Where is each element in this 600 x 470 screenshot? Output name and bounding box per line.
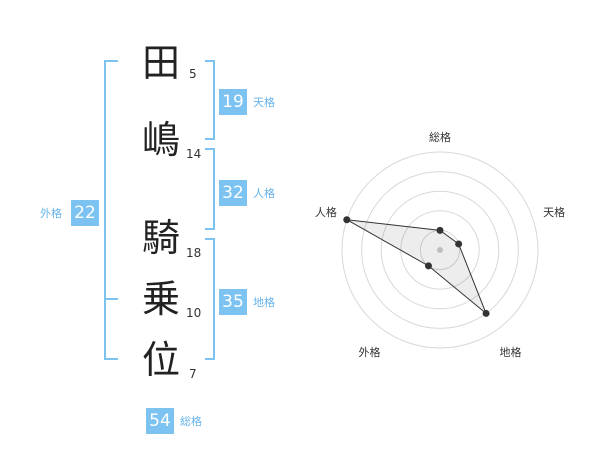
radar-ring-4: [361, 171, 519, 329]
name-char-5-strokes: 7: [189, 367, 197, 381]
radar-ring-3: [380, 190, 500, 310]
radar-point-2: [482, 309, 490, 317]
chikaku-value: 35: [219, 289, 247, 315]
jinkaku-bracket-side: [213, 148, 215, 230]
tenkaku-bracket-bottom: [205, 138, 215, 140]
name-char-3-strokes: 18: [186, 246, 202, 260]
chikaku-bracket-side: [213, 238, 215, 360]
radar-series-polygon: [346, 219, 487, 314]
radar-axis-label-1: 天格: [543, 205, 565, 219]
radar-axis-label-4: 人格: [315, 205, 337, 219]
gaikaku-bracket-bottom: [104, 358, 118, 360]
radar-point-4: [343, 216, 351, 224]
name-char-1-strokes: 5: [189, 67, 197, 81]
name-char-4-strokes: 10: [186, 306, 202, 320]
name-char-4: 乗: [141, 277, 180, 321]
gaikaku-label: 外格: [40, 207, 62, 220]
radar-axis-label-2: 地格: [500, 345, 522, 359]
soukaku-value: 54: [146, 408, 174, 434]
chikaku-label: 地格: [253, 296, 275, 309]
radar-point-1: [455, 240, 463, 248]
name-char-2: 嶋: [141, 118, 180, 162]
gaikaku-bracket-mid: [104, 298, 118, 300]
tenkaku-label: 天格: [253, 96, 275, 109]
tenkaku-bracket-side: [213, 60, 215, 140]
chikaku-bracket-top: [205, 238, 215, 240]
name-char-2-strokes: 14: [186, 147, 202, 161]
radar-axis-label-0: 総格: [429, 130, 451, 144]
name-char-3: 騎: [141, 216, 180, 260]
jinkaku-bracket-top: [205, 148, 215, 150]
chikaku-bracket-bottom: [205, 358, 215, 360]
radar-ring-5: [341, 151, 539, 349]
radar-axis-label-3: 外格: [358, 345, 380, 359]
soukaku-label: 総格: [180, 415, 202, 428]
gaikaku-bracket-side: [104, 60, 106, 360]
jinkaku-label: 人格: [253, 187, 275, 200]
tenkaku-value: 19: [219, 89, 247, 115]
jinkaku-bracket-bottom: [205, 228, 215, 230]
gaikaku-value: 22: [71, 200, 99, 226]
radar-center: [437, 247, 443, 253]
tenkaku-bracket-top: [205, 60, 215, 62]
jinkaku-value: 32: [219, 180, 247, 206]
gaikaku-bracket-top: [104, 60, 118, 62]
name-char-5: 位: [141, 338, 180, 382]
radar-point-3: [424, 262, 432, 270]
name-char-1: 田: [141, 41, 180, 85]
radar-point-0: [436, 226, 444, 234]
